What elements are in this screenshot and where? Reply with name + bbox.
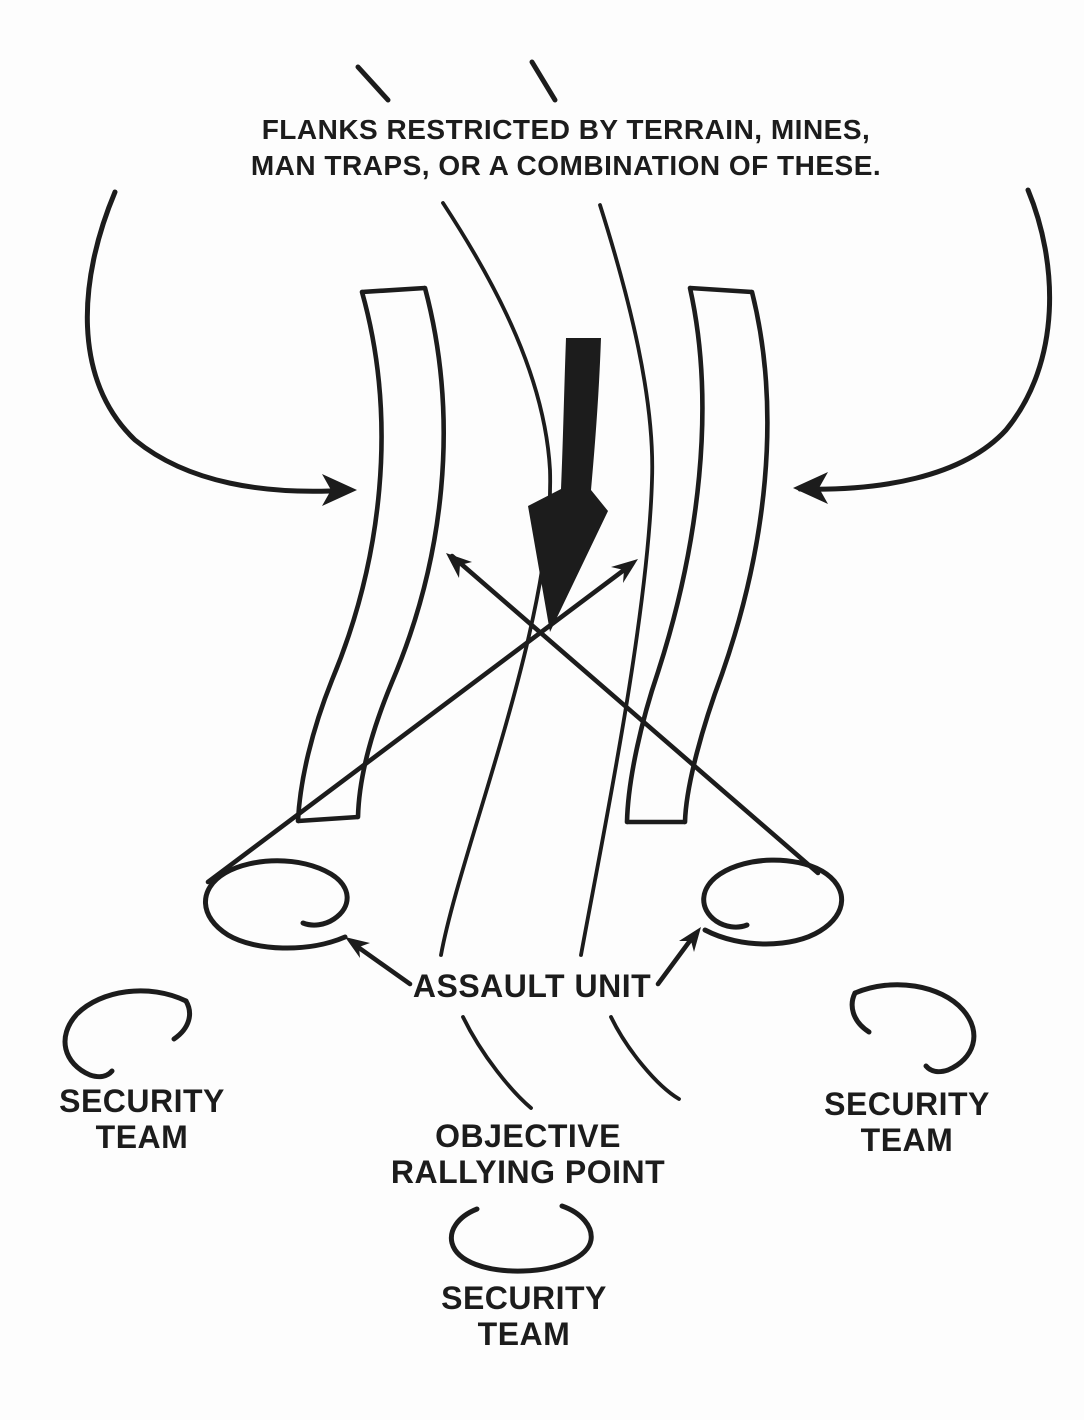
security-team-left-line1: SECURITY [59, 1083, 225, 1119]
security-team-right-line2: TEAM [860, 1122, 954, 1158]
security-team-right-line1: SECURITY [824, 1086, 990, 1122]
objective-rallying-point-line1: OBJECTIVE [435, 1118, 621, 1154]
security-team-left-line2: TEAM [95, 1119, 189, 1155]
assault-unit-label: ASSAULT UNIT [412, 968, 652, 1004]
right-restricted-flank-wall [624, 285, 770, 825]
tick-mark-left-icon [355, 64, 391, 103]
route-line-lower-left [461, 1015, 533, 1110]
route-line-lower-right [609, 1015, 681, 1101]
security-team-bottom-line1: SECURITY [441, 1280, 607, 1316]
objective-rallying-point-label: OBJECTIVE RALLYING POINT [391, 1118, 665, 1190]
security-team-right-label: SECURITY TEAM [824, 1086, 990, 1158]
assault-unit-pointer-right-icon [655, 927, 701, 987]
route-line-right [579, 203, 655, 957]
flanks-restricted-caption-line1: FLANKS RESTRICTED BY TERRAIN, MINES, [261, 114, 871, 145]
route-line-left [439, 201, 552, 957]
security-position-cup-bottom-icon [448, 1203, 594, 1274]
assault-position-hook-right-icon [701, 857, 845, 947]
main-attack-arrow-icon [528, 338, 608, 632]
flanks-restricted-caption: FLANKS RESTRICTED BY TERRAIN, MINES, MAN… [251, 112, 881, 184]
assault-unit-pointer-left-icon [345, 937, 413, 987]
left-restricted-flank-wall [295, 285, 446, 824]
flanks-restricted-caption-line2: MAN TRAPS, OR A COMBINATION OF THESE. [250, 150, 882, 181]
crossing-assault-arrow-left-icon [446, 553, 821, 876]
security-team-left-label: SECURITY TEAM [59, 1083, 225, 1155]
assault-position-hook-left-icon [203, 858, 350, 951]
right-flank-arrow-icon [793, 187, 1053, 504]
tick-mark-right-icon [529, 59, 558, 103]
security-position-hook-left-icon [62, 988, 192, 1080]
security-position-hook-right-icon [849, 982, 977, 1075]
security-team-bottom-line2: TEAM [477, 1316, 571, 1352]
left-flank-arrow-icon [84, 189, 357, 506]
objective-rallying-point-line2: RALLYING POINT [390, 1154, 666, 1190]
security-team-bottom-label: SECURITY TEAM [441, 1280, 607, 1352]
crossing-assault-arrow-right-icon [205, 559, 638, 885]
